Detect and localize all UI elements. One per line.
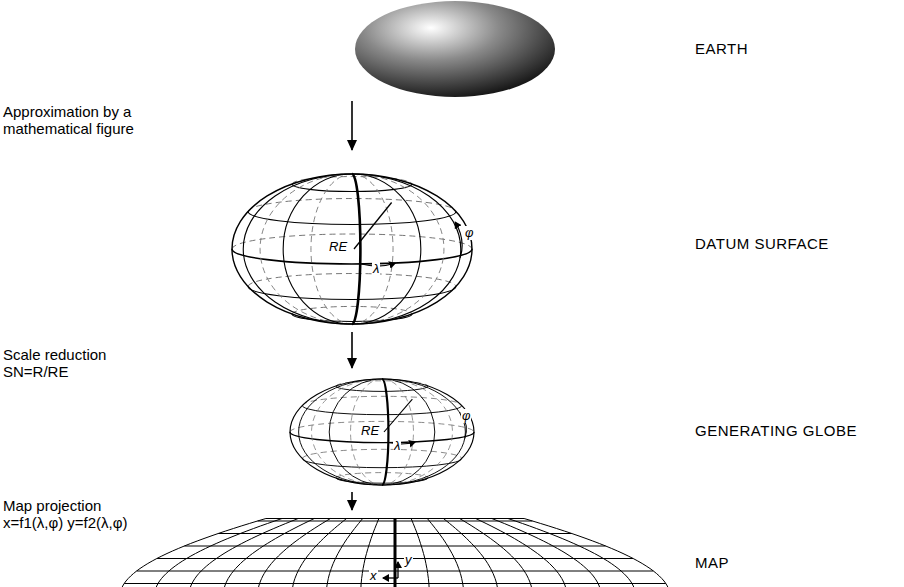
hidden-parallel: [292, 306, 412, 313]
meridian-line: [352, 174, 461, 324]
parallel-line: [290, 432, 474, 443]
hidden-parallel: [248, 274, 456, 287]
latitude-label: φ: [464, 226, 474, 240]
radius-line: [384, 399, 412, 432]
parallel-line: [292, 184, 412, 192]
stage-label: EARTH: [695, 40, 748, 57]
map-meridian: [223, 519, 314, 587]
process-arrow: [351, 332, 353, 368]
longitude-label: λ: [372, 262, 380, 276]
map-graticule: [120, 519, 670, 587]
map-meridian: [476, 519, 567, 587]
hidden-meridian: [352, 174, 444, 324]
parallel-line: [248, 287, 456, 300]
map-meridian: [508, 519, 636, 587]
globe-outline: [232, 174, 472, 324]
stage-region: EARTH: [350, 0, 790, 99]
hidden-meridian: [382, 379, 413, 485]
meridian-line: [299, 379, 382, 485]
meridian-line: [243, 174, 352, 324]
map-meridian: [524, 519, 670, 587]
globe-outline: [290, 379, 474, 485]
hidden-meridian: [312, 379, 382, 485]
step-label: Approximation by a mathematical figure: [3, 103, 198, 137]
hidden-parallel: [336, 473, 428, 478]
map-meridian: [361, 519, 379, 587]
central-meridian: [394, 519, 397, 587]
hidden-parallel: [248, 199, 456, 212]
hidden-meridian: [352, 174, 393, 324]
step-label: Map projection x=f1(λ,φ) y=f2(λ,φ): [3, 497, 133, 531]
parallel-line: [232, 249, 472, 264]
stage-label: MAP: [695, 554, 729, 571]
axis-label: x: [369, 569, 378, 583]
meridian-line: [329, 379, 382, 485]
parallel-line: [248, 212, 456, 225]
map-meridian: [492, 519, 602, 587]
map-meridian: [411, 519, 429, 587]
step-label: Scale reduction SN=R/RE: [3, 346, 133, 380]
y-axis-arrow: [397, 562, 398, 578]
stage-region: MAP: [110, 512, 750, 587]
map-meridian: [326, 519, 362, 587]
map-meridian: [258, 519, 331, 587]
meridian-line: [283, 174, 352, 324]
generating-globe: [290, 379, 474, 485]
x-axis-arrow: [383, 577, 398, 578]
meridian-line: [352, 174, 421, 324]
process-arrow: [351, 101, 353, 150]
hidden-meridian: [351, 379, 382, 485]
radius-line: [354, 203, 392, 250]
parallel-line: [302, 406, 461, 415]
latitude-label: φ: [461, 409, 471, 423]
map-meridian: [427, 519, 464, 587]
hidden-parallel: [290, 421, 474, 432]
stage-label: GENERATING GLOBE: [695, 422, 857, 439]
axis-label: y: [404, 553, 413, 567]
parallel-line: [336, 386, 428, 391]
map-meridian: [120, 519, 266, 587]
stage-label: DATUM SURFACE: [695, 235, 829, 252]
central-meridian: [382, 379, 388, 485]
longitude-label: λ: [393, 439, 401, 453]
hidden-meridian: [311, 174, 352, 324]
radius-label: RE: [328, 240, 348, 254]
latitude-arc: [455, 222, 462, 258]
hidden-meridian: [382, 379, 452, 485]
hidden-meridian: [260, 174, 352, 324]
process-arrow: [351, 492, 353, 510]
meridian-line: [382, 379, 435, 485]
earth-shape: [355, 1, 555, 97]
hidden-parallel: [302, 396, 461, 405]
meridian-line: [382, 379, 465, 485]
hidden-parallel: [302, 449, 461, 458]
radius-label: RE: [360, 424, 380, 438]
stage-region: DATUM SURFACE: [230, 152, 870, 330]
datum-ellipsoid: [232, 174, 472, 324]
map-meridian: [443, 519, 498, 587]
parallel-line: [302, 459, 461, 468]
hidden-parallel: [232, 234, 472, 249]
central-meridian: [352, 174, 360, 324]
